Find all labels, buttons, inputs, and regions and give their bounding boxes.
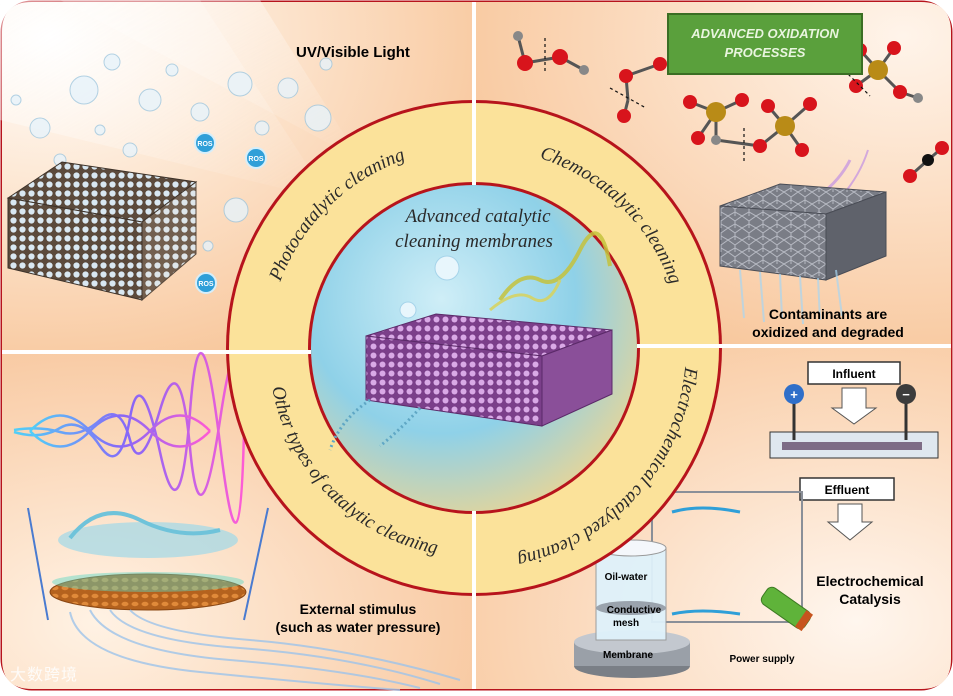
- influent-label: Influent: [832, 367, 875, 381]
- ros-spheres: ROS ROS ROS: [194, 132, 267, 294]
- conductive-label-line1: Conductive: [607, 605, 662, 616]
- chemocatalytic-membrane: [719, 149, 887, 325]
- pressure-vessel: [27, 507, 461, 691]
- aop-box: ADVANCED OXIDATION PROCESSES: [667, 13, 863, 75]
- stimulus-wave: [13, 352, 246, 524]
- ros-label-2: ROS: [248, 156, 264, 163]
- aop-label-line2: PROCESSES: [725, 45, 806, 60]
- contaminants-caption-line2: oxidized and degraded: [752, 324, 904, 340]
- cathode-minus: −: [902, 387, 910, 402]
- aop-label-line1: ADVANCED OXIDATION: [690, 26, 839, 41]
- external-stimulus-line2: (such as water pressure): [275, 619, 441, 635]
- effluent-label: Effluent: [825, 483, 870, 497]
- flow-cell: Influent + − Effluent: [769, 361, 939, 541]
- electrochemical-catalysis-line2: Catalysis: [839, 591, 901, 607]
- external-stimulus-caption: External stimulus (such as water pressur…: [248, 600, 468, 636]
- ros-label-3: ROS: [198, 281, 214, 288]
- conductive-label-line2: mesh: [613, 618, 639, 629]
- oil-water-label: Oil-water: [605, 572, 648, 583]
- ros-label-1: ROS: [197, 141, 213, 148]
- anode-plus: +: [790, 387, 798, 402]
- center-title-line2: cleaning membranes: [395, 231, 553, 252]
- porous-membrane-block: [6, 161, 198, 302]
- watermark: 大数跨境: [10, 665, 79, 684]
- center-membrane: Advanced catalytic cleaning membranes: [328, 206, 613, 451]
- membrane-label: Membrane: [603, 650, 653, 661]
- center-title-line1: Advanced catalytic: [403, 206, 551, 227]
- electrochemical-catalysis-caption: Electrochemical Catalysis: [790, 572, 950, 608]
- oxidant-molecules: [513, 31, 949, 183]
- contaminants-caption: Contaminants are oxidized and degraded: [718, 305, 938, 341]
- bubbles: [10, 53, 333, 259]
- contaminants-caption-line1: Contaminants are: [768, 306, 888, 322]
- electrochemical-catalysis-line1: Electrochemical: [816, 573, 924, 589]
- power-supply-label: Power supply: [729, 654, 794, 665]
- light-rays: [0, 0, 360, 200]
- uv-visible-light-label: UV/Visible Light: [296, 44, 410, 61]
- external-stimulus-line1: External stimulus: [299, 601, 417, 617]
- electrochemical-setup: Oil-water Conductive mesh Membrane Power…: [574, 491, 814, 678]
